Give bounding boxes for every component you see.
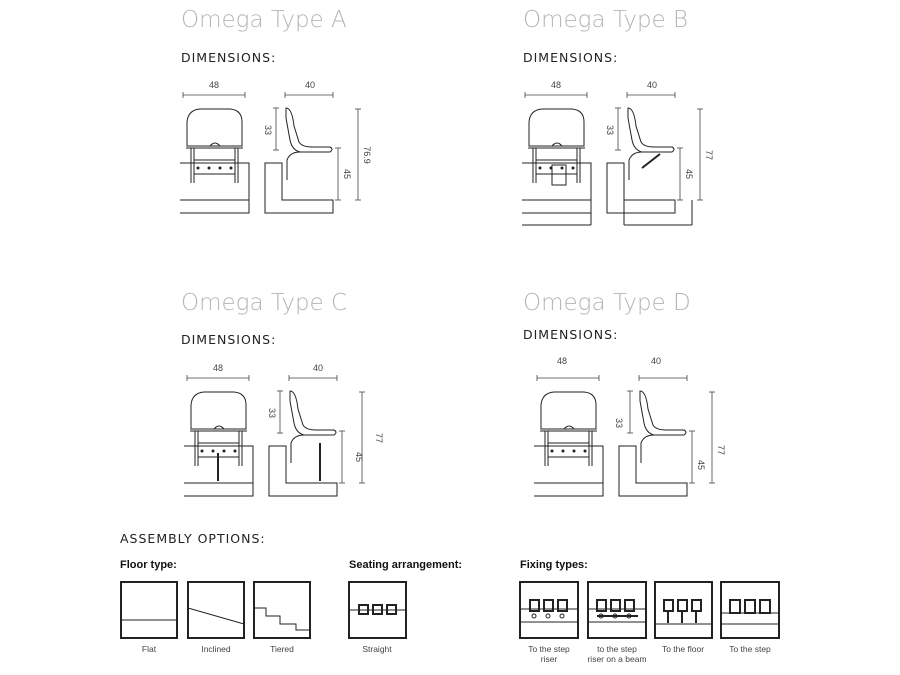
dimensions-label: DIMENSIONS: [181, 50, 276, 65]
depth-dim: 40 [305, 80, 315, 90]
width-dim: 48 [551, 80, 561, 90]
chair-drawing [533, 374, 716, 497]
seating-heading: Seating arrangement: [349, 559, 462, 571]
caption-tiered: Tiered [270, 644, 294, 654]
section-title: Omega Type A [181, 7, 347, 33]
back-height-dim: 33 [267, 408, 277, 418]
depth-dim: 40 [651, 356, 661, 366]
section-type-d: Omega Type D DIMENSIONS: 48 40 33 45 77 [523, 290, 726, 497]
total-height-dim: 77 [704, 150, 714, 160]
fixing-heading: Fixing types: [520, 559, 588, 571]
caption-fixing-2b: riser on a beam [587, 654, 646, 664]
fixing-riser-beam-icon [587, 581, 647, 639]
caption-fixing-2a: to the step [597, 644, 637, 654]
section-title: Omega Type C [181, 290, 347, 316]
fixing-step-icon [720, 581, 780, 639]
caption-inclined: Inclined [201, 644, 231, 654]
total-height-dim: 77 [716, 445, 726, 455]
dimensions-label: DIMENSIONS: [523, 327, 618, 342]
seating-straight-icon [348, 581, 407, 639]
back-height-dim: 33 [614, 418, 624, 428]
seat-height-dim: 45 [354, 452, 364, 462]
dimensions-label: DIMENSIONS: [523, 50, 618, 65]
seat-height-dim: 45 [684, 169, 694, 179]
fixing-step-riser-icon [519, 581, 579, 639]
caption-fixing-1b: riser [541, 654, 558, 664]
assembly-title: ASSEMBLY OPTIONS: [120, 531, 266, 546]
caption-fixing-4: To the step [729, 644, 771, 654]
chair-drawing [183, 374, 366, 497]
section-title: Omega Type D [523, 290, 691, 316]
section-title: Omega Type B [523, 7, 688, 33]
floor-inclined-icon [187, 581, 245, 639]
section-type-b: Omega Type B DIMENSIONS: 48 40 33 45 77 [521, 7, 714, 226]
floor-flat-icon [120, 581, 178, 639]
caption-fixing-3: To the floor [662, 644, 704, 654]
floor-tiered-icon [253, 581, 311, 639]
section-type-a: Omega Type A DIMENSIONS: 48 40 33 45 76.… [179, 7, 372, 214]
caption-fixing-1a: To the step [528, 644, 570, 654]
seat-height-dim: 45 [342, 169, 352, 179]
assembly-options: ASSEMBLY OPTIONS: Floor type: Seating ar… [120, 531, 780, 664]
section-type-c: Omega Type C DIMENSIONS: 48 40 33 45 77 [181, 290, 384, 497]
back-height-dim: 33 [605, 125, 615, 135]
total-height-dim: 77 [374, 433, 384, 443]
fixing-floor-icon [654, 581, 713, 639]
chair-drawing [179, 91, 362, 214]
mount-plate [551, 164, 567, 186]
caption-straight: Straight [362, 644, 392, 654]
width-dim: 48 [209, 80, 219, 90]
width-dim: 48 [557, 356, 567, 366]
depth-dim: 40 [313, 363, 323, 373]
side-bracket [641, 153, 661, 169]
back-height-dim: 33 [263, 125, 273, 135]
seat-height-dim: 45 [696, 460, 706, 470]
depth-dim: 40 [647, 80, 657, 90]
dimensions-label: DIMENSIONS: [181, 332, 276, 347]
total-height-dim: 76.9 [362, 146, 372, 164]
floor-type-heading: Floor type: [120, 559, 177, 571]
width-dim: 48 [213, 363, 223, 373]
chair-drawing [521, 91, 704, 214]
caption-flat: Flat [142, 644, 157, 654]
